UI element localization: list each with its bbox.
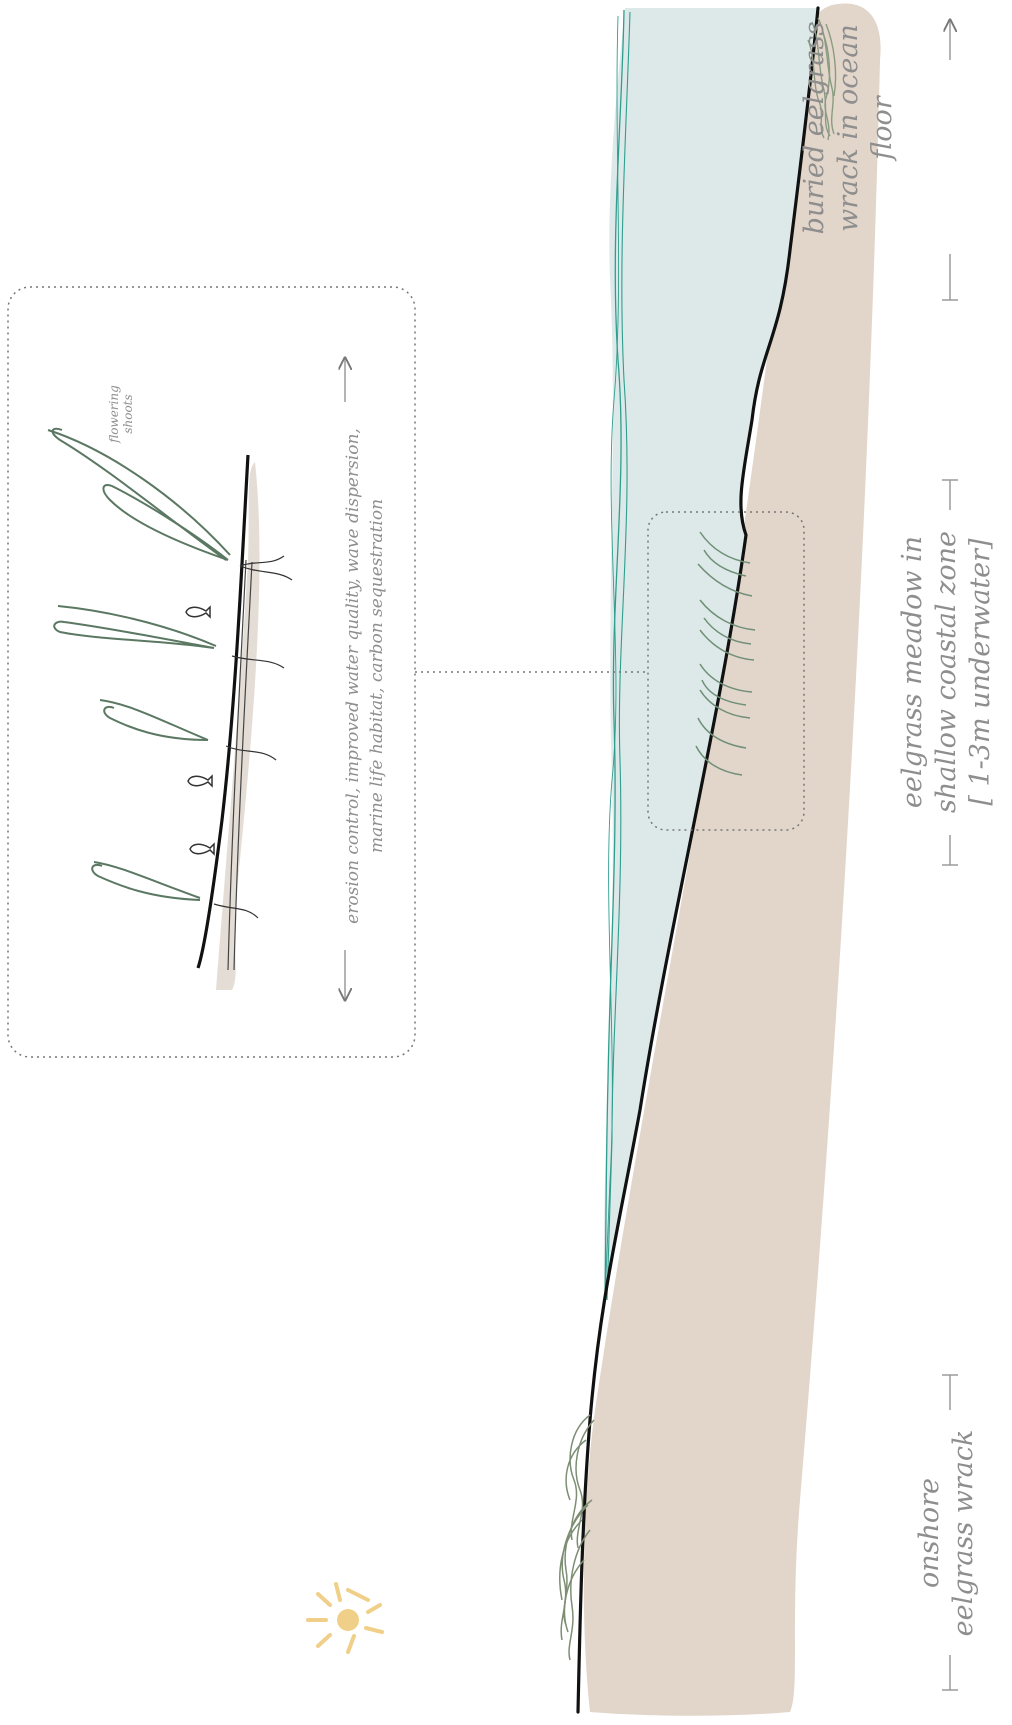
detail-illustration: [48, 429, 292, 990]
label-benefits: erosion control, improved water quality,…: [341, 396, 393, 956]
detail-shoots: [48, 429, 230, 900]
label-buried-wrack: buried eelgrass wrack in ocean floor: [798, 0, 898, 258]
label-eelgrass-meadow: eelgrass meadow in shallow coastal zone …: [896, 482, 1000, 862]
sun-core: [337, 1609, 359, 1631]
label-onshore-wrack: onshore eelgrass wrack: [913, 1403, 983, 1663]
label-flowering-shoots: flowering shoots: [107, 374, 137, 454]
